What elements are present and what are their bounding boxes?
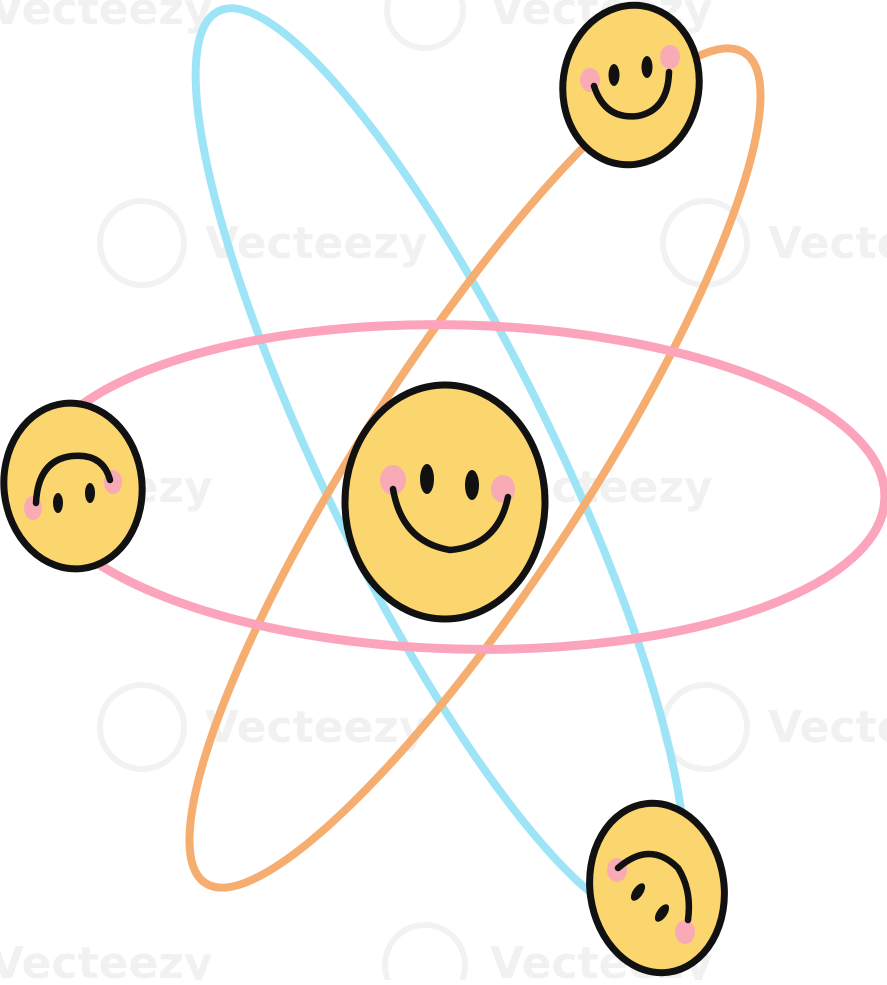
smiley-face-icon-left <box>0 399 146 573</box>
mouth-smile <box>590 68 673 120</box>
smiley-face-icon-center <box>341 381 549 623</box>
eye-right <box>654 904 670 922</box>
watermark-text: Vecteezy <box>768 218 887 269</box>
vecteezy-logo-icon <box>384 0 466 51</box>
vecteezy-logo-icon <box>382 922 468 985</box>
eye-right <box>641 56 653 78</box>
watermark-text: Vecteezy <box>0 938 213 980</box>
cheek-right <box>491 475 515 503</box>
mouth-smile <box>614 850 693 924</box>
watermark-text: Vecteezy <box>205 702 428 753</box>
eye-right <box>85 483 95 503</box>
watermark-text: Vecteezy <box>768 702 887 753</box>
smiley-face-icon-bottom-right <box>586 799 728 977</box>
mouth-frown <box>32 452 114 507</box>
eye-left <box>608 64 620 86</box>
mouth-smile <box>389 485 512 554</box>
watermark-row-4: Vecteezy Vecteezy <box>97 682 887 772</box>
eye-right <box>465 470 479 500</box>
face-circle <box>341 381 549 623</box>
watermark-text: Vecteezy <box>205 218 428 269</box>
face-circle <box>559 1 703 169</box>
watermark-text: Vecteezy <box>0 0 213 35</box>
cheek-left <box>380 465 406 495</box>
eye-left <box>53 493 63 513</box>
eye-left <box>420 464 434 494</box>
face-circle <box>0 399 146 573</box>
vecteezy-logo-icon <box>97 198 187 288</box>
vecteezy-logo-icon <box>660 682 750 772</box>
orbit-orange <box>185 44 765 892</box>
smiley-face-icon-top-right <box>559 1 703 169</box>
cheek-right <box>675 920 695 944</box>
eye-left <box>630 883 646 901</box>
cheek-right <box>660 45 680 69</box>
vecteezy-logo-icon <box>97 682 187 772</box>
